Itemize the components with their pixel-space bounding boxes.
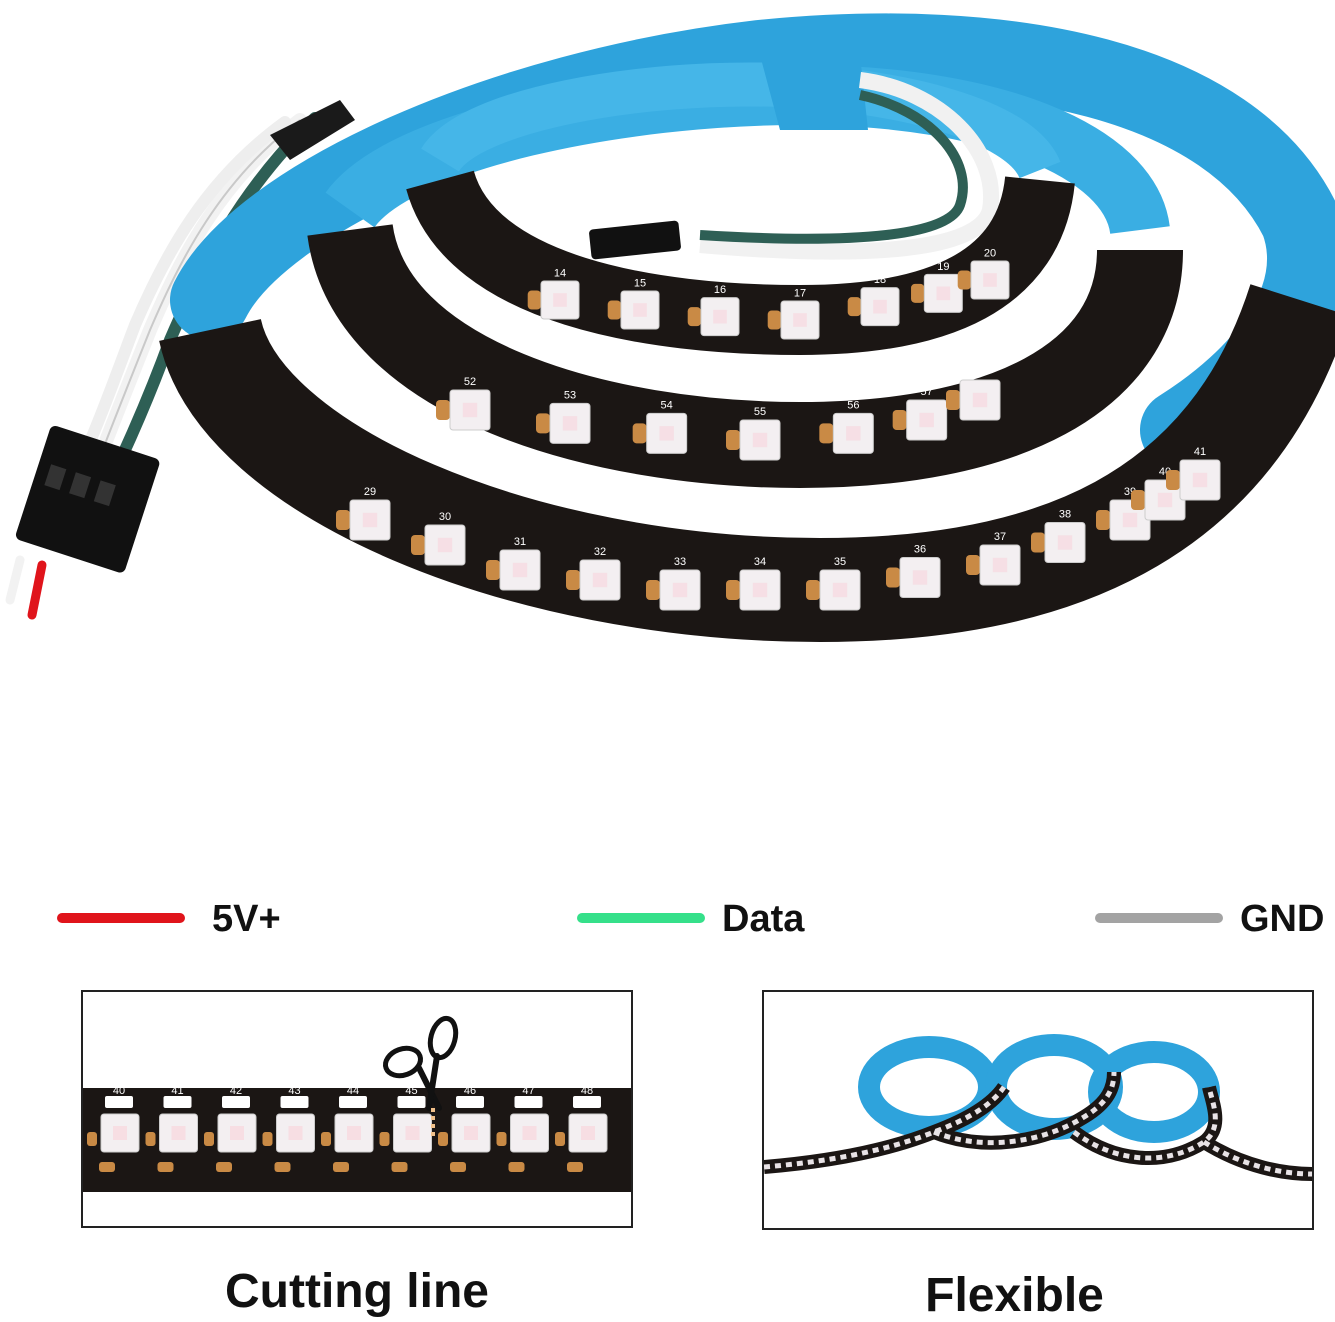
led-chip: 15	[607, 277, 660, 330]
inner-strip-leds: 14 15 16 17 18 19 20	[527, 247, 1010, 340]
led-chip: 46	[438, 1085, 491, 1172]
led-chip: 38	[1031, 509, 1086, 563]
led-chip: 42	[204, 1085, 257, 1172]
led-number-label: 40	[113, 1085, 125, 1097]
led-chip: 19	[911, 261, 963, 313]
led-number-label: 14	[554, 267, 566, 279]
led-number-label: 45	[405, 1085, 417, 1097]
led-number-label: 36	[914, 544, 926, 556]
led-number-label: 56	[847, 400, 859, 412]
flexible-strip-loops	[764, 1034, 1312, 1181]
led-chip: 32	[566, 546, 621, 601]
led-number-label: 48	[581, 1085, 593, 1097]
legend-label-gnd: GND	[1240, 898, 1325, 940]
legend-label-5v: 5V+	[212, 898, 281, 940]
legend-line-data	[577, 913, 705, 923]
middle-strip-leds: 52 53 54 55 56 57 58	[436, 366, 1001, 461]
led-chip: 53	[536, 390, 591, 444]
flexible-panel	[762, 990, 1314, 1230]
led-number-label: 37	[994, 531, 1006, 543]
led-chip: 31	[486, 536, 541, 591]
led-chip: 56	[819, 400, 874, 454]
led-chip: 36	[886, 544, 941, 598]
led-number-label: 33	[674, 556, 686, 568]
led-number-label: 42	[230, 1085, 242, 1097]
led-chip: 58	[946, 366, 1001, 421]
led-chip: 41	[145, 1085, 198, 1172]
led-chip: 52	[436, 376, 491, 431]
led-number-label: 16	[714, 284, 726, 296]
led-number-label: 54	[661, 400, 673, 412]
led-number-label: 30	[439, 511, 451, 523]
led-number-label: 53	[564, 390, 576, 402]
led-number-label: 18	[874, 274, 886, 286]
led-chip: 17	[767, 287, 820, 340]
led-chip: 47	[496, 1085, 549, 1172]
led-number-label: 52	[464, 376, 476, 388]
led-number-label: 43	[288, 1085, 300, 1097]
legend-label-data: Data	[722, 898, 805, 940]
led-number-label: 19	[937, 261, 949, 273]
led-number-label: 44	[347, 1085, 359, 1097]
cutting-strip-closeup: 40 41 42 43 44 45 46 47 48	[83, 1015, 631, 1192]
led-number-label: 58	[974, 366, 986, 378]
cutting-line-panel: 40 41 42 43 44 45 46 47 48	[81, 990, 633, 1228]
led-chip: 18	[847, 274, 900, 327]
led-chip: 29	[336, 486, 391, 541]
led-chip: 48	[555, 1085, 608, 1172]
legend-line-5v	[57, 913, 185, 923]
led-number-label: 15	[634, 277, 646, 289]
led-chip: 57	[892, 386, 948, 441]
led-chip: 37	[966, 531, 1021, 586]
led-chip: 40	[87, 1085, 140, 1172]
led-chip: 44	[321, 1085, 374, 1172]
led-chip: 41	[1166, 446, 1221, 501]
led-number-label: 31	[514, 536, 526, 548]
led-number-label: 41	[171, 1085, 183, 1097]
led-number-label: 17	[794, 287, 806, 299]
led-number-label: 32	[594, 546, 606, 558]
led-number-label: 55	[754, 406, 766, 418]
legend-line-gnd	[1095, 913, 1223, 923]
led-number-label: 46	[464, 1085, 476, 1097]
led-chip: 54	[632, 400, 688, 454]
led-chip: 20	[957, 247, 1010, 300]
scissors-icon	[383, 1015, 459, 1136]
led-chip: 43	[262, 1085, 315, 1172]
led-chip: 30	[411, 511, 466, 566]
led-chip: 16	[687, 284, 740, 337]
led-number-label: 20	[984, 247, 996, 259]
led-number-label: 35	[834, 556, 846, 568]
led-chip: 35	[806, 556, 861, 611]
led-chip: 14	[527, 267, 580, 320]
led-chip: 34	[726, 556, 781, 611]
plug-connector	[5, 425, 160, 620]
led-number-label: 38	[1059, 509, 1071, 521]
led-number-label: 57	[921, 386, 933, 398]
led-chip: 33	[646, 556, 701, 611]
led-number-label: 29	[364, 486, 376, 498]
caption-flexible: Flexible	[925, 1269, 1104, 1322]
led-number-label: 34	[754, 556, 766, 568]
led-chip: 55	[726, 406, 781, 461]
led-number-label: 41	[1194, 446, 1206, 458]
caption-cutting-line: Cutting line	[225, 1265, 489, 1318]
led-number-label: 47	[522, 1085, 534, 1097]
